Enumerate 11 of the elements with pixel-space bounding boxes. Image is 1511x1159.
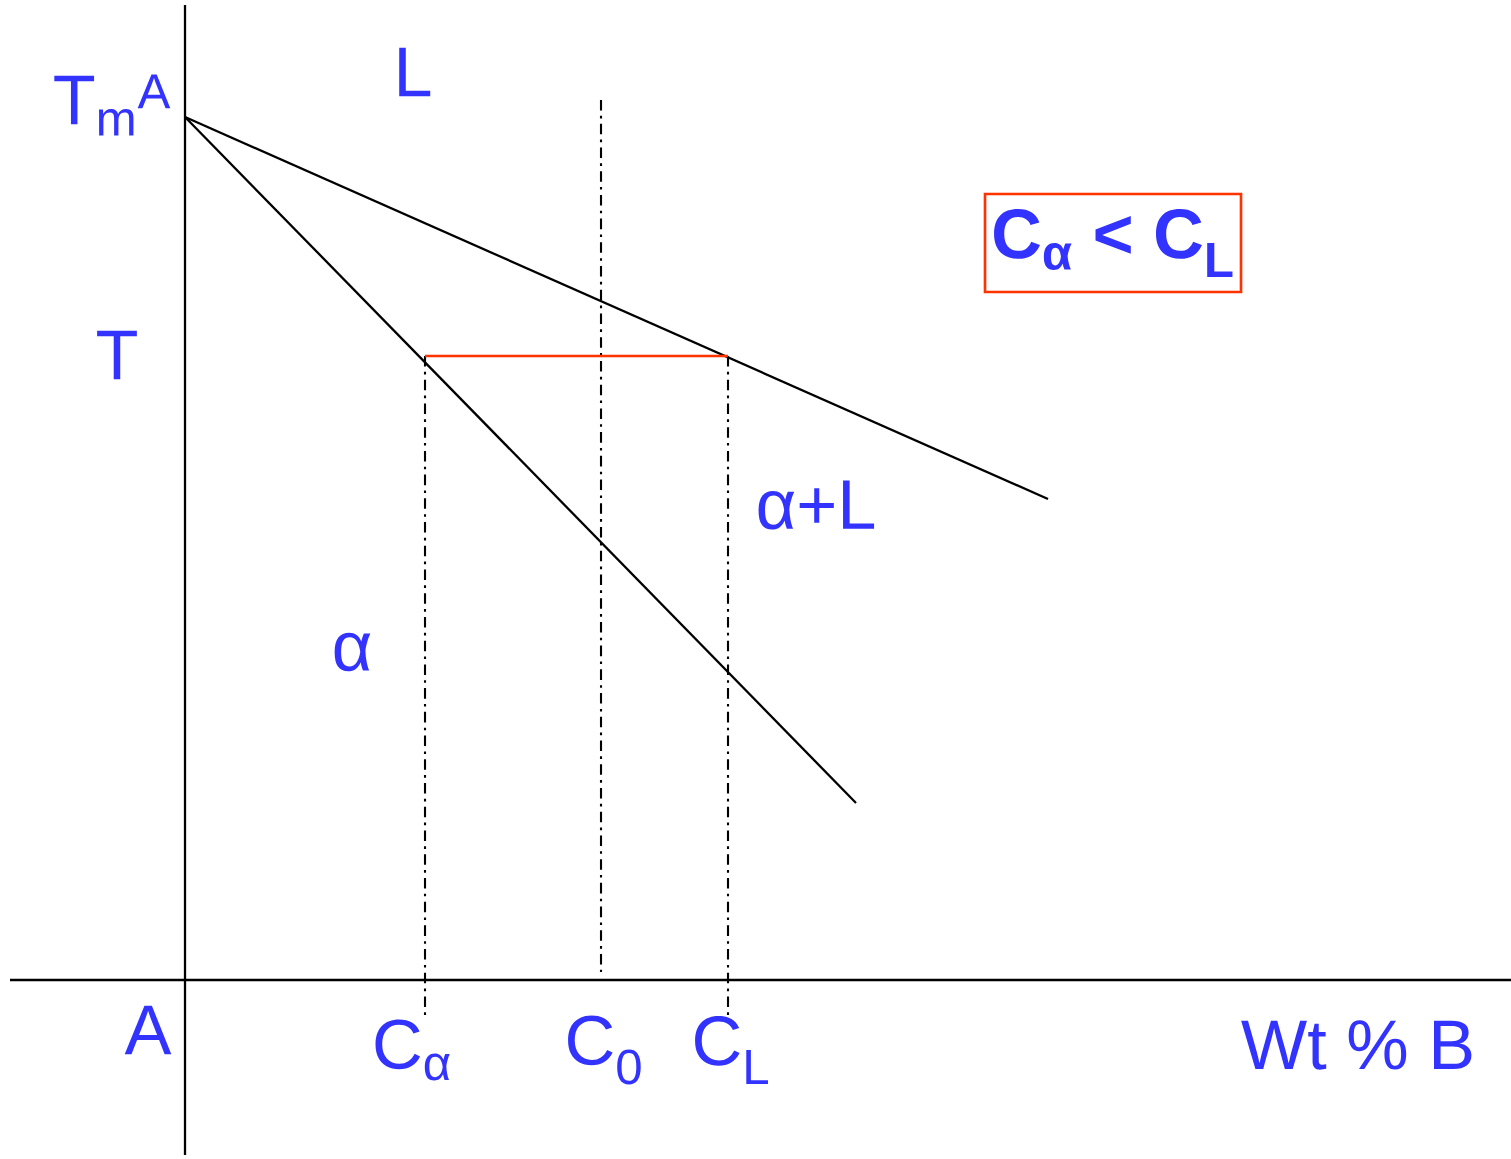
composition-label: C$_{0}$ bbox=[568, 1015, 641, 1085]
axis-label: A bbox=[124, 1005, 172, 1055]
phase-label: α+L bbox=[758, 480, 875, 530]
axis-label: Wt % B bbox=[1241, 1020, 1472, 1070]
phase-label: L bbox=[399, 47, 431, 97]
phase-label: α bbox=[334, 632, 371, 672]
temperature-label: T$_{m}$$^{A}$ bbox=[54, 74, 171, 136]
inequality-box: C$_{α}$ < C$_{L}$ bbox=[983, 192, 1243, 294]
temperature-label: T bbox=[97, 330, 137, 380]
composition-label: C$_{α}$ bbox=[375, 1019, 450, 1081]
composition-label: C$_{L}$ bbox=[695, 1016, 768, 1084]
